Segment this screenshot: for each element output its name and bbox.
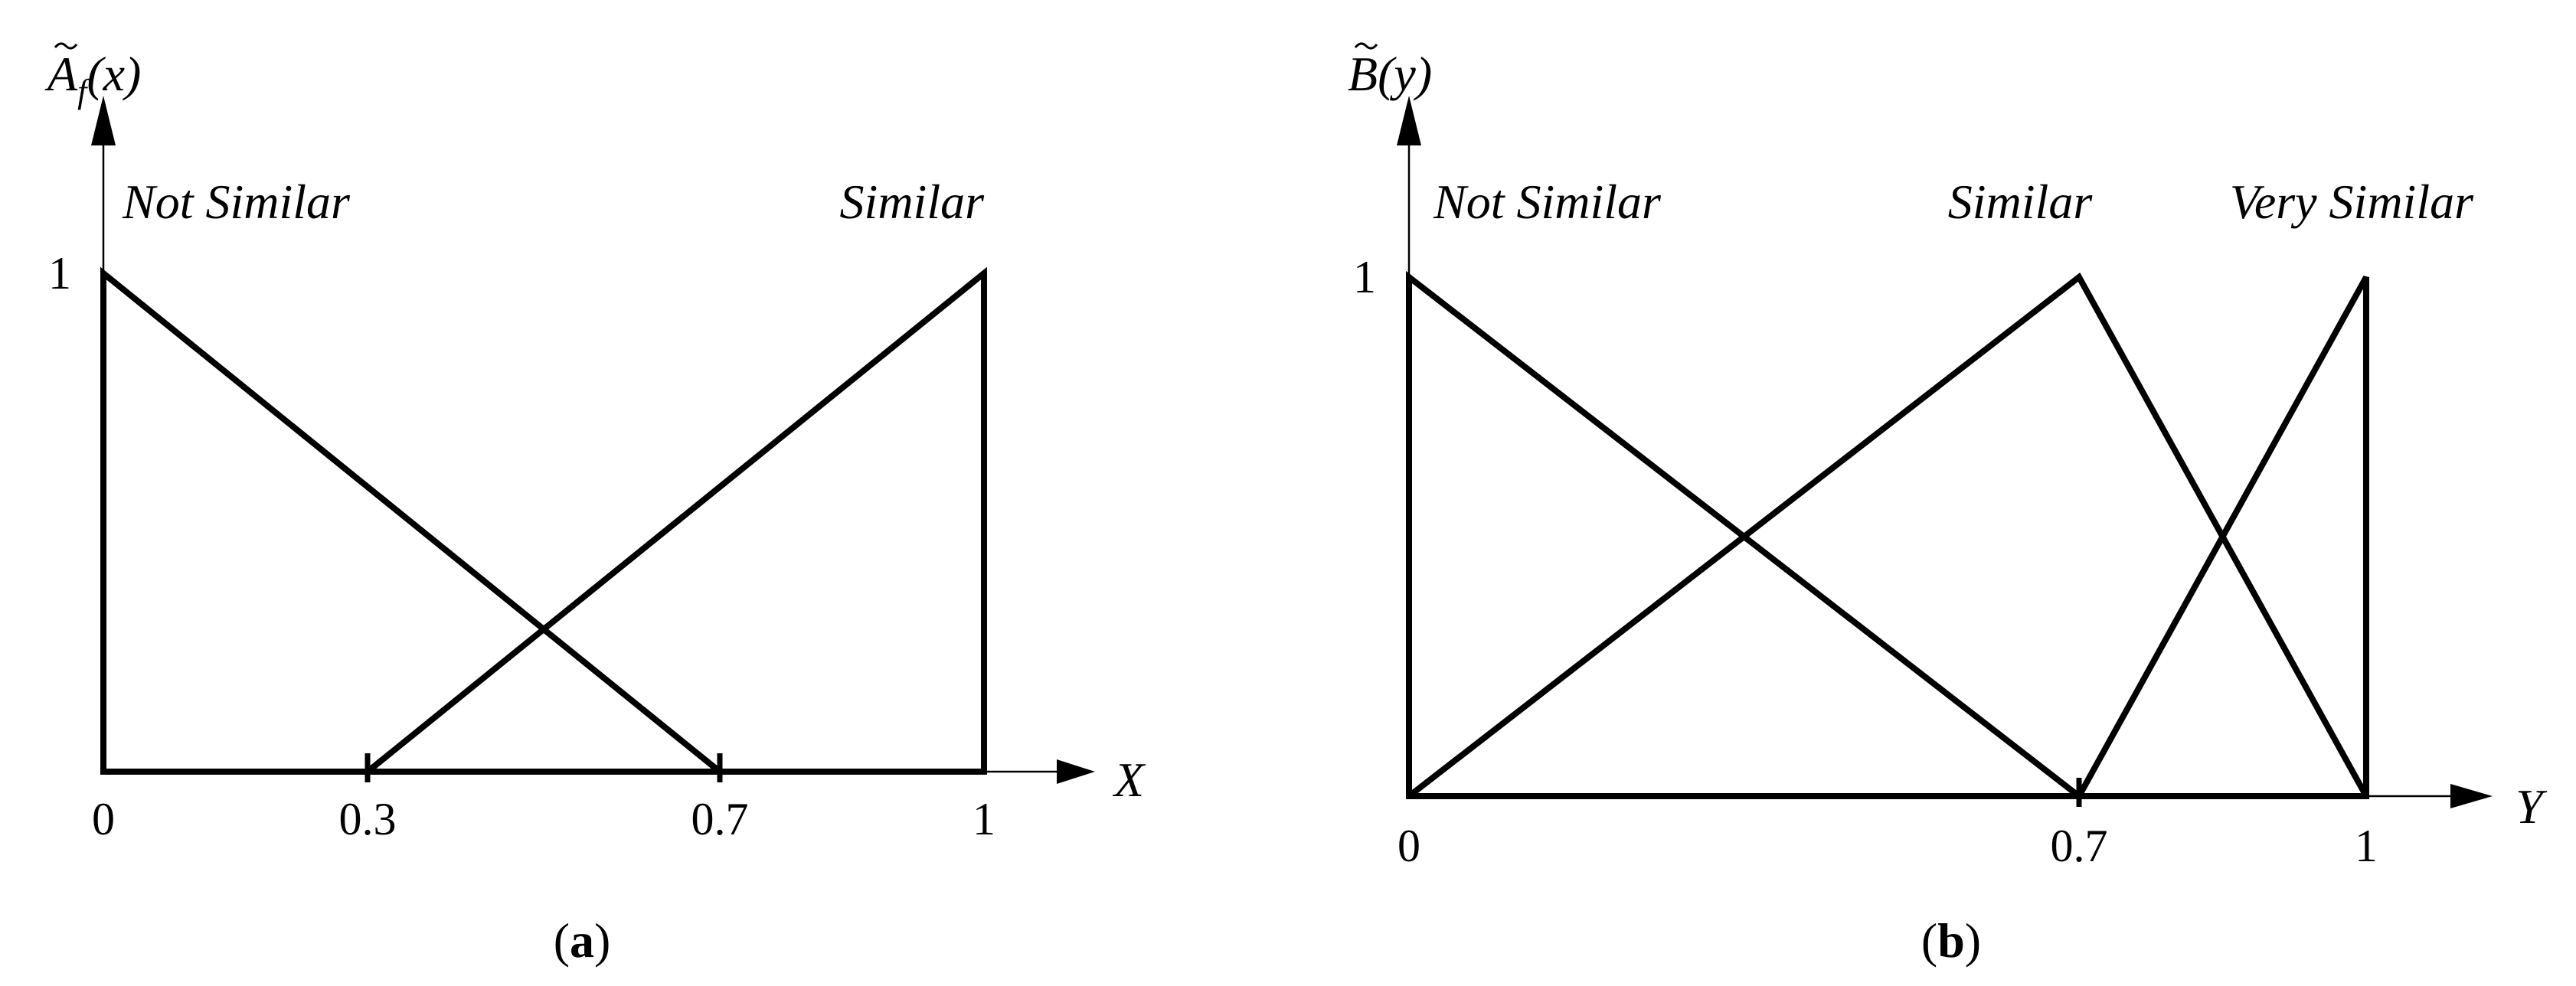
x-axis-arrow <box>2450 784 2493 808</box>
y-axis-arrow <box>1397 96 1421 145</box>
x-axis-title: Y <box>2516 779 2548 834</box>
series-not-similar-line <box>100 266 722 775</box>
y-axis-title: Af(x) <box>44 47 141 110</box>
series-very-similar-line <box>2076 276 2369 798</box>
y-tick-label: 1 <box>48 248 71 299</box>
term-label-not-similar: Not Similar <box>1433 175 1662 229</box>
y-axis-arrow <box>91 96 116 145</box>
x-tick-label: 0.7 <box>691 794 749 844</box>
term-label-not-similar: Not Similar <box>122 175 351 229</box>
panel-label: (b) <box>1921 913 1981 968</box>
term-label-similar: Similar <box>1948 175 2094 229</box>
x-tick-label: 1 <box>973 794 995 844</box>
tilde-accent <box>1354 42 1378 50</box>
term-label-similar: Similar <box>840 175 986 229</box>
x-tick-label: 0.7 <box>2051 821 2108 871</box>
series-similar-line <box>365 266 987 775</box>
x-axis-arrow <box>1057 759 1095 784</box>
x-tick-label: 1 <box>2355 821 2378 871</box>
panel-label: (a) <box>554 913 611 968</box>
term-label-very-similar: Very Similar <box>2230 175 2474 229</box>
series-similar-line <box>1407 272 2369 799</box>
x-tick-label: 0.3 <box>339 794 397 844</box>
tilde-accent <box>54 42 78 50</box>
y-tick-label: 1 <box>1353 252 1376 302</box>
x-tick-label: 0 <box>1398 821 1420 871</box>
x-axis-title: X <box>1112 753 1146 807</box>
x-tick-label: 0 <box>92 794 115 844</box>
series-not-similar-line <box>1406 270 2081 799</box>
y-axis-title: B(y) <box>1348 47 1432 101</box>
